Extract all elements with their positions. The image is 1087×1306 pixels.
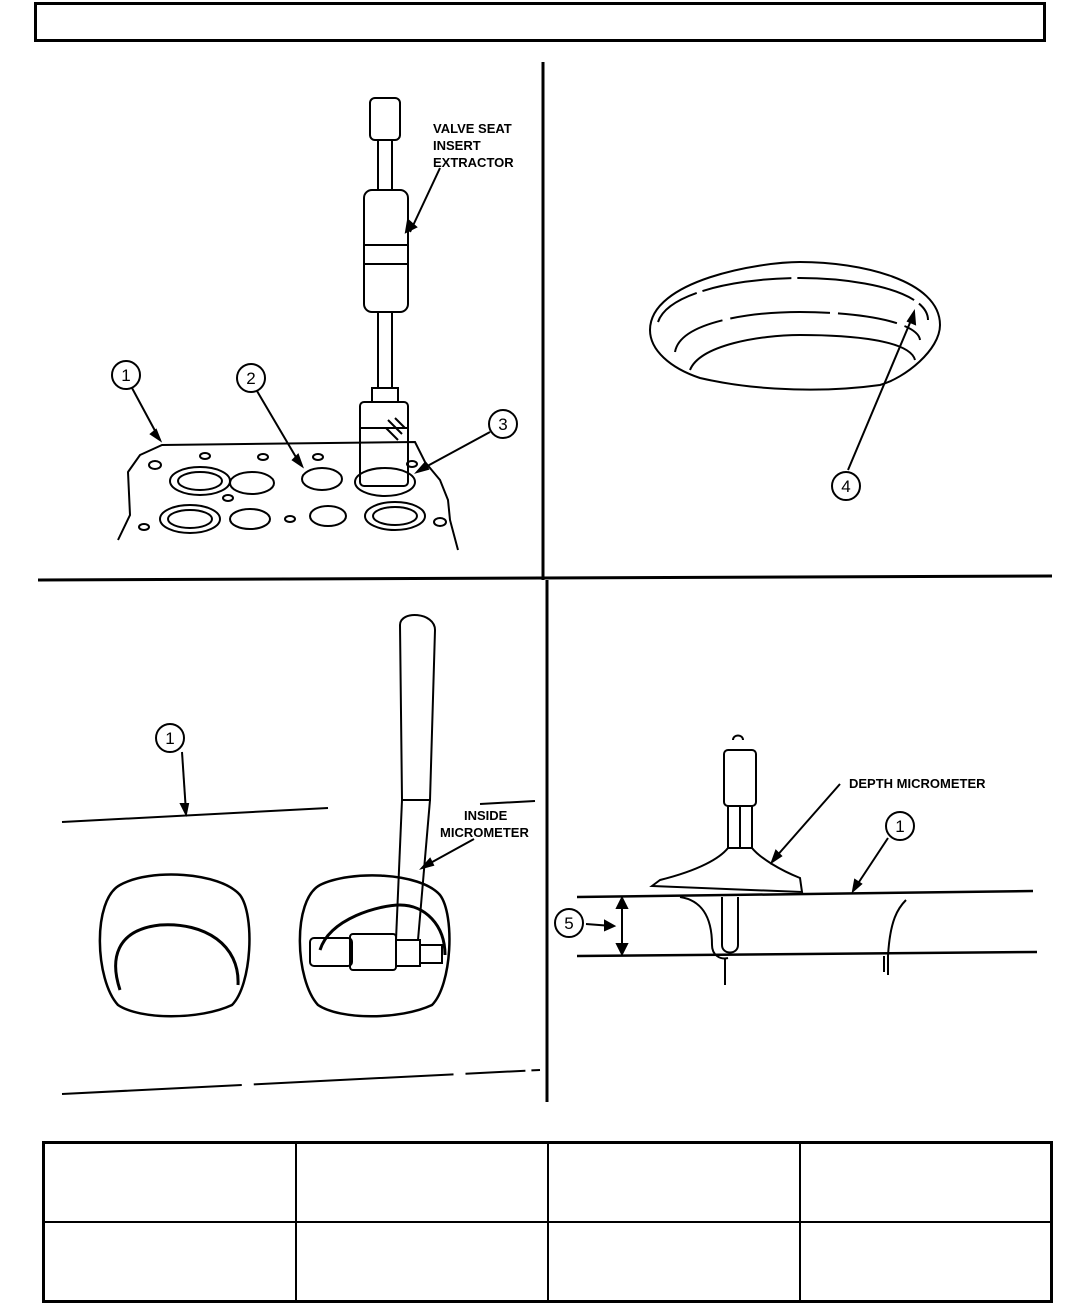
table-cell <box>798 1221 1053 1303</box>
callout-5: 5 <box>564 914 573 933</box>
extractor-label-line-3: EXTRACTOR <box>433 155 514 170</box>
table-cell <box>42 1221 297 1303</box>
table-cell <box>546 1141 801 1223</box>
table-cell <box>294 1141 549 1223</box>
callout-2-circle <box>236 363 266 393</box>
specification-table <box>42 1141 1053 1303</box>
inside-micrometer-label-line-2: MICROMETER <box>440 825 529 840</box>
panel-divider-horizontal <box>37 574 1053 582</box>
panel-3-drawing <box>61 613 541 1095</box>
callout-1-circle <box>111 360 141 390</box>
callout-1-panel-3: 1 <box>165 729 174 748</box>
callout-2: 2 <box>246 369 255 388</box>
inside-micrometer-label-line-1: INSIDE <box>464 808 508 823</box>
extractor-leader-line <box>409 167 441 233</box>
valve-seat-insert-extractor-tool <box>359 97 409 487</box>
callout-1: 1 <box>121 366 130 385</box>
callout-4: 4 <box>841 477 850 496</box>
table-row <box>42 1221 1053 1303</box>
table-cell <box>42 1141 297 1223</box>
panel-2-drawing <box>648 260 942 501</box>
page-title-box <box>34 2 1046 42</box>
extractor-label-line-1: VALVE SEAT <box>433 121 512 136</box>
extractor-label-line-2: INSERT <box>433 138 481 153</box>
table-row <box>42 1141 1053 1223</box>
callout-3-circle <box>488 409 518 439</box>
callout-1-circle-panel-3 <box>155 723 185 753</box>
table-cell <box>798 1141 1053 1223</box>
panel-4-drawing <box>554 734 1038 985</box>
callout-1-panel-4: 1 <box>895 817 904 836</box>
panel-1-drawing <box>111 97 518 551</box>
valve-seat-illustration: 1 2 3 VALVE SEAT INSERT EXTRACTOR 4 <box>37 62 1053 1102</box>
callout-4-circle <box>831 471 861 501</box>
callout-5-circle <box>554 908 584 938</box>
table-cell <box>546 1221 801 1303</box>
callout-1-circle-panel-4 <box>885 811 915 841</box>
callout-3: 3 <box>498 415 507 434</box>
depth-micrometer-label: DEPTH MICROMETER <box>849 776 986 791</box>
table-cell <box>294 1221 549 1303</box>
cylinder-head <box>117 440 459 551</box>
